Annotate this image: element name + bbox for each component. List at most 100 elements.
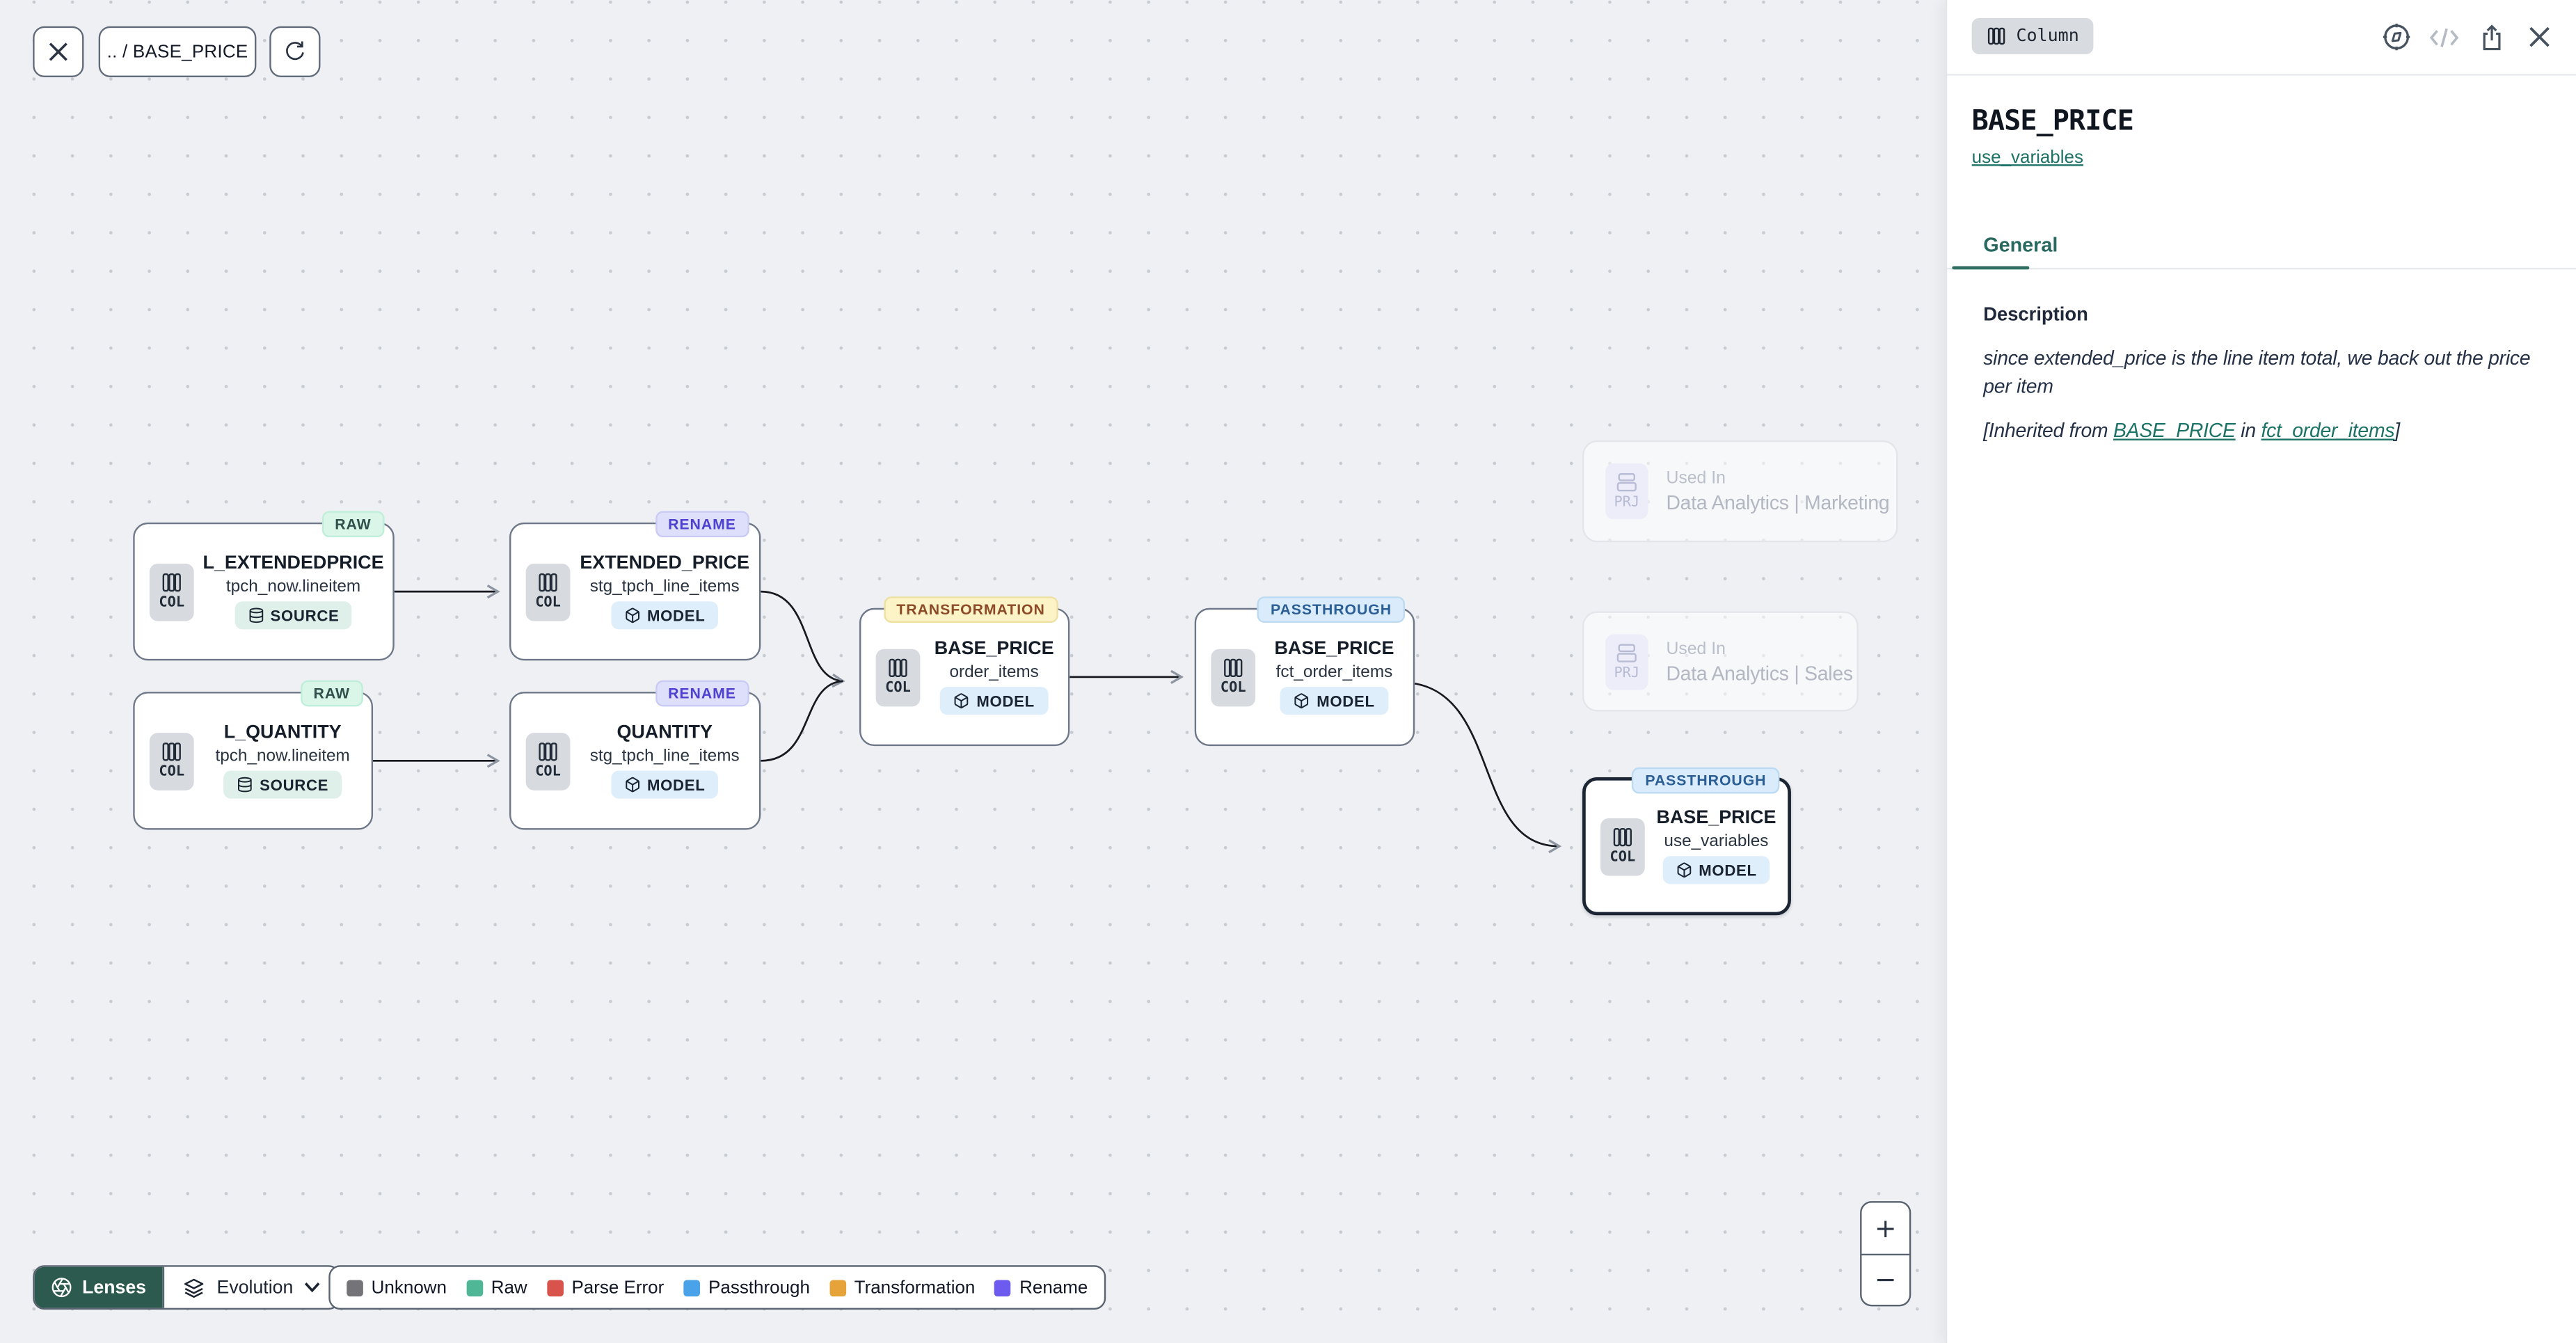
legend-item: Rename (994, 1278, 1088, 1297)
used-in-label: Used In (1666, 468, 1726, 488)
evolution-badge: RAW (321, 510, 385, 538)
node-subtitle: tpch_now.lineitem (215, 747, 350, 765)
column-chip: COL (149, 562, 194, 621)
used-in-node-marketing: PRJ Used In Data Analytics | Marketing (1582, 440, 1898, 543)
aperture-icon (51, 1278, 72, 1298)
tab-general[interactable]: General (1983, 233, 2058, 257)
used-in-name: Data Analytics | Marketing (1666, 491, 1890, 515)
zoom-out-button[interactable]: − (1874, 1264, 1897, 1296)
active-tab-indicator (1952, 265, 2030, 270)
node-title: BASE_PRICE (1274, 639, 1394, 659)
column-node-l-extendedprice[interactable]: RAW COL L_EXTENDEDPRICE tpch_now.lineite… (133, 510, 395, 661)
page-title: BASE_PRICE (1971, 105, 2134, 138)
column-chip-label: COL (1609, 849, 1636, 866)
evolution-badge: RENAME (655, 510, 749, 538)
node-subtitle: fct_order_items (1275, 662, 1393, 681)
legend-label: Transformation (854, 1277, 976, 1298)
kind-badge: MODEL (1280, 687, 1388, 715)
share-icon (2483, 24, 2501, 49)
code-icon (2429, 27, 2459, 47)
layers-icon (184, 1278, 204, 1297)
node-subtitle: use_variables (1664, 832, 1769, 851)
legend-swatch (829, 1279, 846, 1296)
close-icon (49, 42, 67, 61)
zoom-control: + − (1860, 1201, 1911, 1307)
column-node-base-price-fct-order-items[interactable]: PASSTHROUGH COL BASE_PRICE fct_order_ite… (1194, 596, 1415, 747)
lineage-canvas[interactable]: .. / BASE_PRICE PRJ Used In Data Analyti… (0, 0, 1946, 1343)
cube-icon (1295, 693, 1309, 708)
cube-icon (625, 607, 639, 623)
compass-button[interactable] (2381, 22, 2412, 53)
column-node-extended-price[interactable]: RENAME COL EXTENDED_PRICE stg_tpch_line_… (509, 510, 761, 661)
lenses-label: Lenses (82, 1277, 147, 1298)
column-chip-label: COL (535, 594, 561, 612)
close-icon (2529, 26, 2550, 47)
project-icon (1616, 643, 1637, 662)
description-text: since extended_price is the line item to… (1983, 347, 2531, 398)
column-chip: COL (525, 732, 571, 790)
breadcrumb-label: .. / BASE_PRICE (106, 42, 248, 62)
cube-icon (1677, 862, 1691, 878)
column-node-l-quantity[interactable]: RAW COL L_QUANTITY tpch_now.lineitem SOU… (133, 679, 374, 830)
legend-label: Parse Error (571, 1277, 665, 1298)
project-chip: PRJ (1605, 463, 1648, 520)
node-title: QUANTITY (617, 723, 713, 743)
legend-item: Raw (466, 1278, 527, 1297)
columns-icon (1224, 658, 1243, 678)
node-subtitle: tpch_now.lineitem (225, 578, 361, 596)
compass-icon (2383, 23, 2410, 51)
column-chip-label: COL (159, 764, 185, 781)
node-subtitle: stg_tpch_line_items (589, 747, 740, 765)
project-chip: PRJ (1605, 633, 1648, 690)
used-in-label: Used In (1666, 638, 1726, 658)
node-subtitle: stg_tpch_line_items (589, 578, 740, 596)
kind-badge: MODEL (1662, 856, 1770, 884)
lenses-button[interactable]: Lenses (34, 1266, 163, 1308)
columns-icon (162, 742, 181, 761)
node-subtitle: order_items (949, 662, 1039, 681)
close-panel-button[interactable] (2524, 22, 2555, 53)
columns-icon (1613, 828, 1632, 847)
evolution-badge: RAW (300, 679, 363, 707)
node-title: EXTENDED_PRICE (580, 553, 750, 574)
legend-label: Passthrough (708, 1277, 810, 1298)
node-title: L_EXTENDEDPRICE (202, 553, 384, 574)
column-node-quantity[interactable]: RENAME COL QUANTITY stg_tpch_line_items … (509, 679, 761, 830)
inherited-column-link[interactable]: BASE_PRICE (2113, 419, 2236, 443)
breadcrumb[interactable]: .. / BASE_PRICE (98, 26, 257, 77)
model-link[interactable]: use_variables (1971, 148, 2083, 168)
database-icon (238, 777, 252, 793)
lens-control: Lenses Evolution (33, 1265, 341, 1310)
kind-badge: MODEL (940, 687, 1048, 715)
close-lineage-button[interactable] (33, 26, 84, 77)
columns-icon (539, 742, 557, 761)
refresh-button[interactable] (269, 26, 321, 77)
columns-icon (1987, 27, 2005, 45)
inherited-model-link[interactable]: fct_order_items (2261, 419, 2395, 443)
column-chip-label: COL (159, 594, 185, 612)
lens-select[interactable]: Evolution (162, 1266, 340, 1308)
legend-swatch (683, 1279, 701, 1296)
database-icon (248, 607, 263, 623)
evolution-badge: RENAME (655, 679, 749, 707)
columns-icon (889, 658, 907, 678)
column-chip: COL (1600, 817, 1645, 875)
columns-icon (539, 573, 557, 592)
legend-item: Unknown (347, 1278, 447, 1297)
zoom-in-button[interactable]: + (1861, 1203, 1909, 1255)
evolution-badge: TRANSFORMATION (883, 596, 1058, 623)
column-node-base-price-use-variables[interactable]: PASSTHROUGH COL BASE_PRICE use_variables… (1582, 766, 1791, 916)
lens-selected-label: Evolution (216, 1277, 294, 1298)
code-button[interactable] (2428, 22, 2460, 53)
entity-type-badge: Column (1971, 17, 2094, 54)
column-chip: COL (525, 562, 571, 621)
column-chip-label: COL (885, 680, 911, 697)
node-title: BASE_PRICE (934, 639, 1054, 659)
share-button[interactable] (2476, 22, 2508, 53)
column-chip: COL (1211, 648, 1256, 706)
cube-icon (625, 777, 639, 793)
project-icon (1616, 472, 1637, 492)
column-node-base-price-order-items[interactable]: TRANSFORMATION COL BASE_PRICE order_item… (859, 596, 1070, 747)
legend-label: Unknown (371, 1277, 447, 1298)
